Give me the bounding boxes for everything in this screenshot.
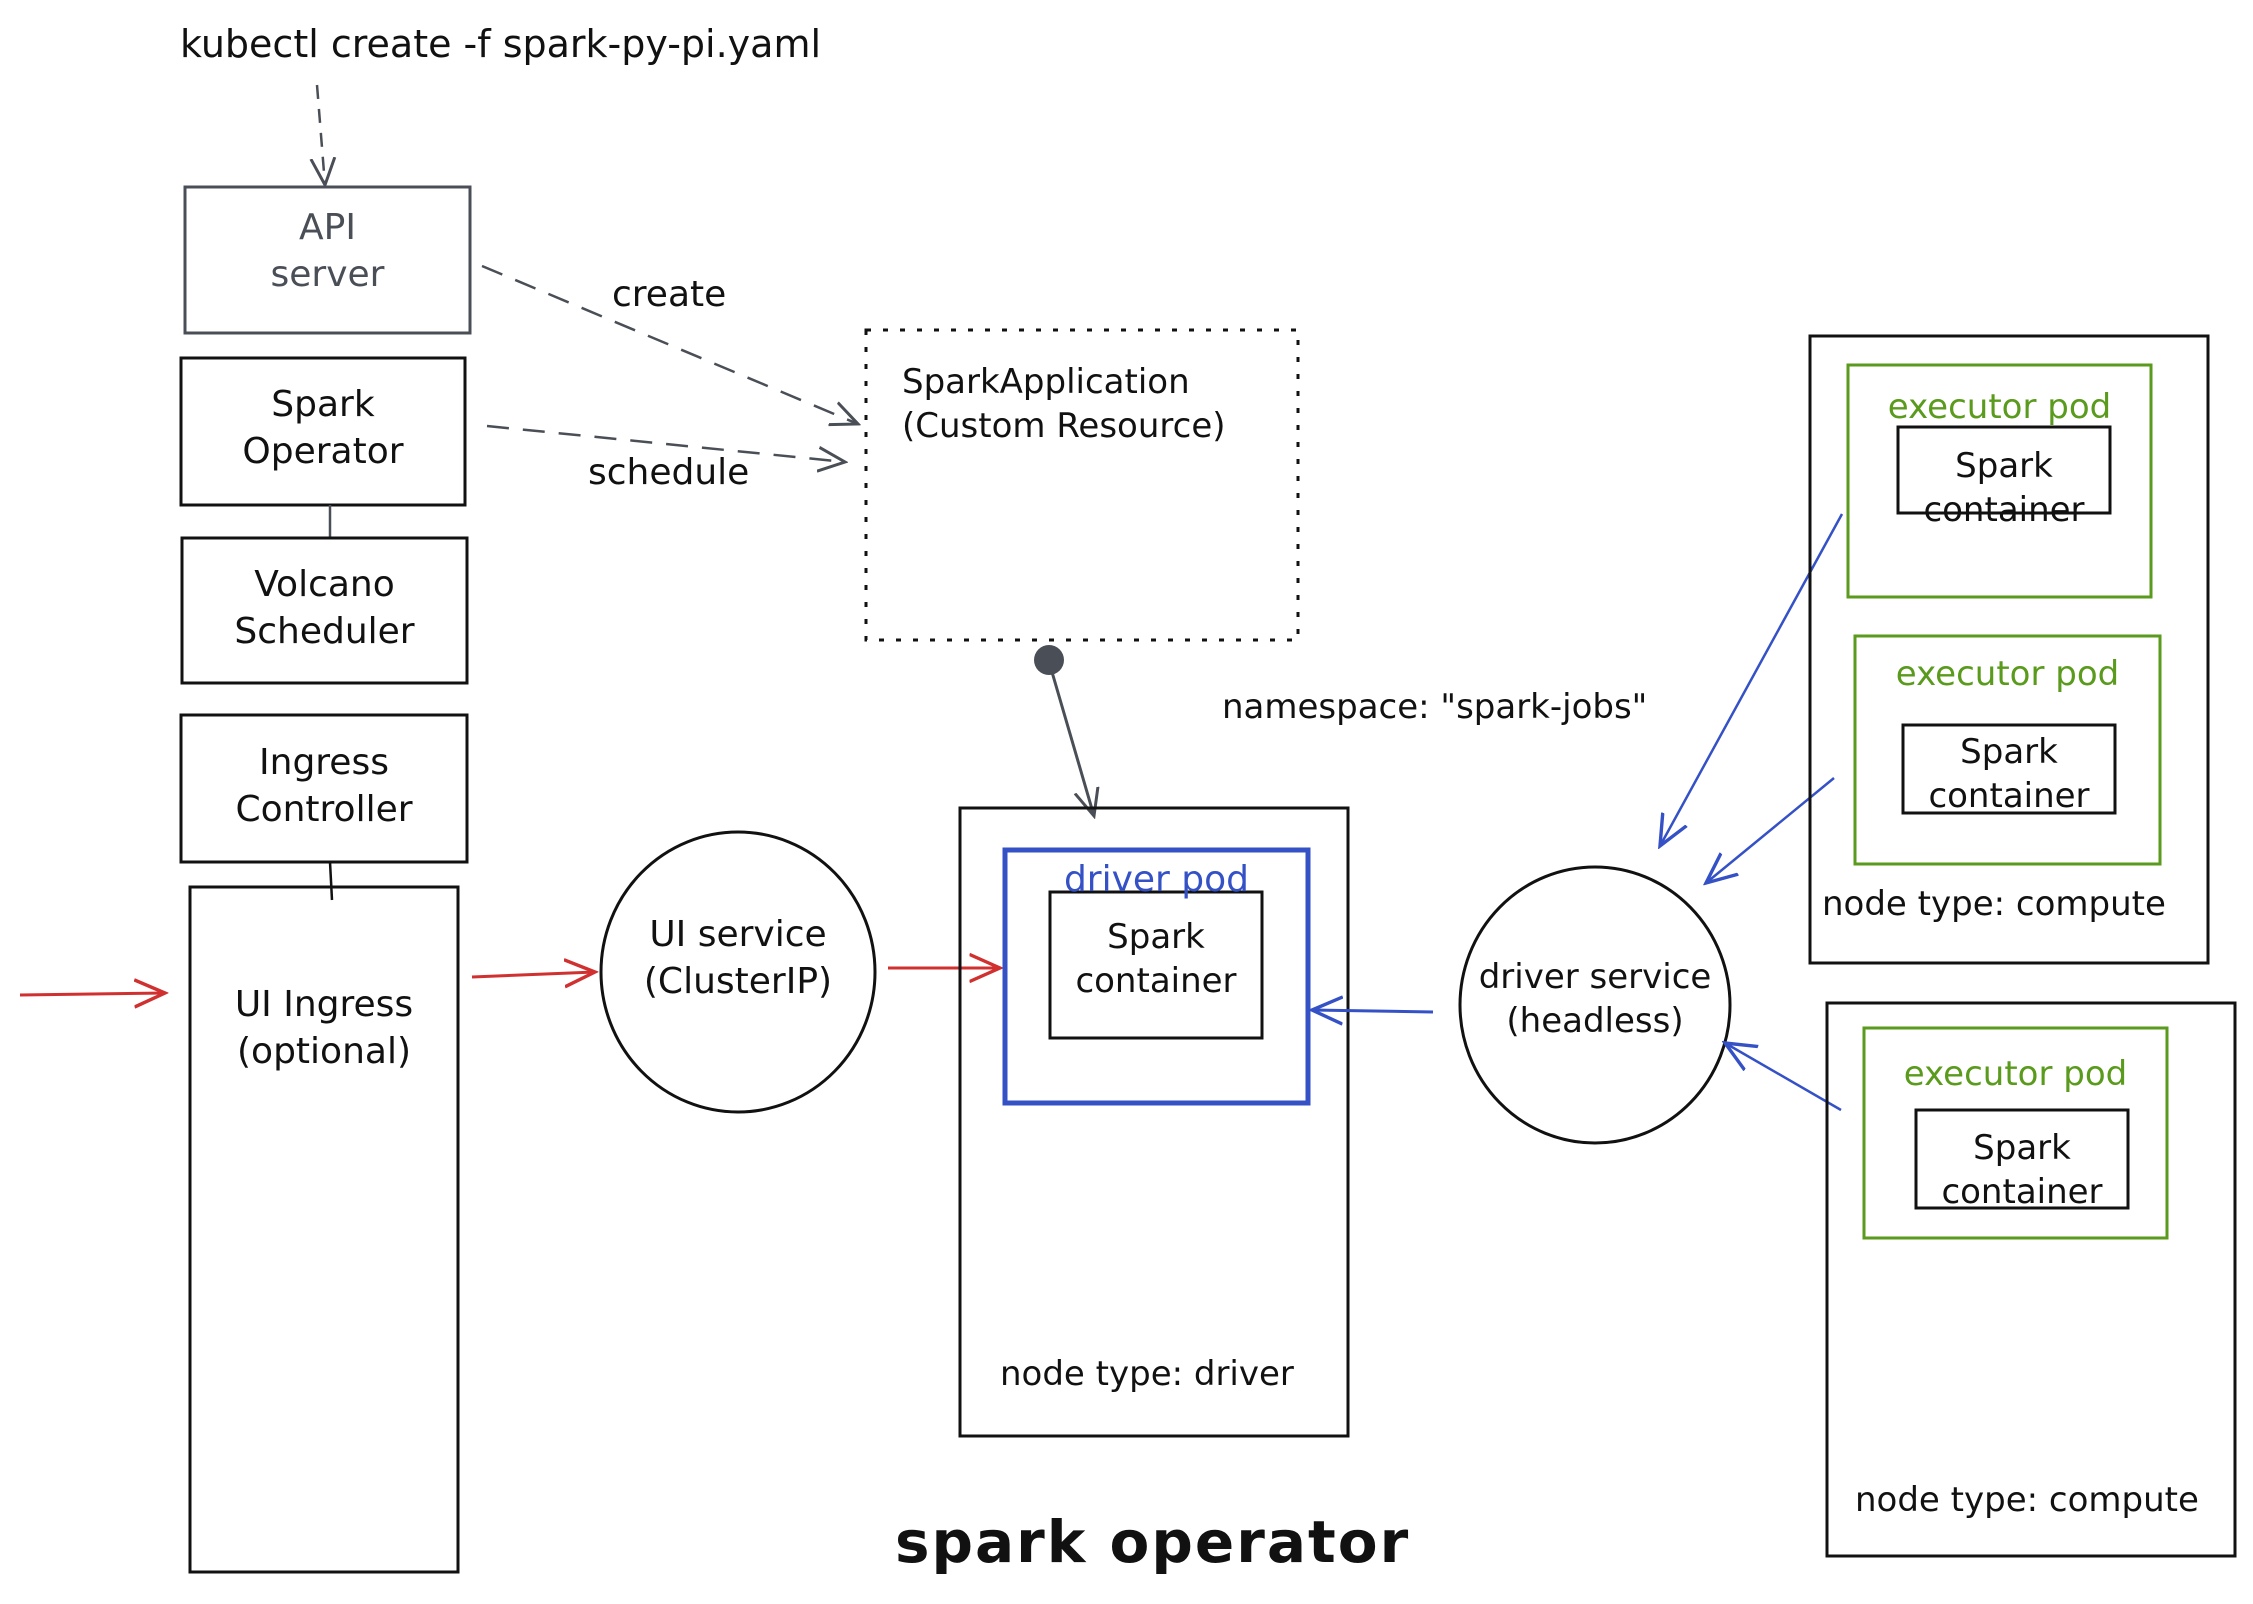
driver-pod-label: driver pod	[1063, 859, 1250, 900]
driver-service-label: driver service (headless)	[1460, 955, 1730, 1043]
kubectl-arrow	[317, 84, 325, 185]
executor-1-container-label: Spark container	[1898, 444, 2110, 532]
namespace-label: namespace: "spark-jobs"	[1222, 687, 1648, 727]
schedule-arrow	[486, 424, 845, 462]
volcano-line-2: Scheduler	[234, 610, 415, 652]
volcano-scheduler-label: Volcano Scheduler	[182, 562, 467, 656]
compute-node-2-box[interactable]	[1825, 1001, 2237, 1558]
ingress-to-service-arrow	[471, 972, 595, 977]
spark-application-box[interactable]	[864, 328, 1300, 642]
kubectl-command: kubectl create -f spark-py-pi.yaml	[180, 22, 822, 66]
api-server-line-1: API	[299, 207, 356, 248]
driver-service-line-2: (headless)	[1506, 1001, 1684, 1042]
executor-2-container-line-1: Spark	[1960, 732, 2058, 772]
spark-application-line-2: (Custom Resource)	[902, 406, 1226, 447]
ingress-controller-line-1: Ingress	[259, 742, 389, 783]
diagram-title: spark operator	[895, 1508, 1411, 1576]
driver-node-box[interactable]	[958, 806, 1350, 1438]
executor-3-spark-container-box[interactable]	[1914, 1108, 2130, 1210]
executor-1-spark-container-box[interactable]	[1896, 425, 2112, 515]
executor-1-container-line-1: Spark	[1955, 446, 2053, 486]
schedule-edge-label: schedule	[588, 452, 750, 493]
ui-service-label: UI service (ClusterIP)	[601, 912, 875, 1006]
compute-node-2-type-label: node type: compute	[1855, 1480, 2199, 1520]
create-edge-label: create	[612, 274, 727, 315]
driver-service-circle[interactable]	[1458, 865, 1732, 1145]
driver-pod-box[interactable]	[1002, 847, 1311, 1106]
executor-pod-3-box[interactable]	[1862, 1026, 2169, 1240]
executor3-to-service-arrow	[1725, 1043, 1842, 1112]
executor-1-container-line-2: container	[1923, 490, 2085, 531]
executor-2-container-line-2: container	[1928, 776, 2090, 817]
ui-ingress-box[interactable]	[188, 885, 460, 1574]
driver-container-label: Spark container	[1050, 915, 1262, 1003]
ui-service-circle[interactable]	[599, 830, 877, 1114]
ingress-controller-box[interactable]	[179, 713, 469, 864]
driver-container-line-2: container	[1075, 961, 1237, 1002]
ui-ingress-line-1: UI Ingress	[234, 984, 414, 1025]
spark-operator-line-2: Operator	[242, 430, 404, 472]
executor-3-container-line-2: container	[1941, 1172, 2103, 1213]
executor-3-container-label: Spark container	[1916, 1126, 2128, 1214]
driver-service-line-1: driver service	[1478, 957, 1712, 997]
driver-container-line-1: Spark	[1107, 917, 1205, 957]
executor1-to-service-arrow	[1660, 513, 1844, 846]
ingress-connector	[328, 861, 334, 901]
owner-arrow	[1050, 671, 1094, 816]
ingress-controller-label: Ingress Controller	[181, 740, 467, 834]
api-server-box[interactable]	[183, 185, 472, 335]
driver-spark-container-box[interactable]	[1048, 890, 1264, 1040]
api-server-label: API server	[185, 205, 470, 299]
executor-pod-1-box[interactable]	[1846, 363, 2153, 599]
executor-2-container-label: Spark container	[1903, 730, 2115, 818]
create-arrow	[481, 264, 858, 424]
ui-service-line-2: (ClusterIP)	[643, 960, 833, 1002]
spark-application-label: SparkApplication (Custom Resource)	[902, 360, 1226, 448]
spark-operator-label: Spark Operator	[181, 382, 465, 476]
executor-pod-2-box[interactable]	[1853, 634, 2162, 866]
ingress-controller-line-2: Controller	[235, 788, 413, 830]
executor-pod-1-label: executor pod	[1887, 387, 2112, 427]
driver-node-type-label: node type: driver	[1000, 1354, 1294, 1394]
volcano-scheduler-box[interactable]	[180, 536, 469, 685]
ui-service-line-1: UI service	[649, 914, 827, 955]
spark-application-line-1: SparkApplication	[902, 362, 1190, 402]
executor2-to-service-arrow	[1706, 777, 1835, 883]
external-ui-arrow	[19, 993, 165, 995]
driver-service-to-driver-arrow	[1312, 1010, 1434, 1012]
executor-pod-3-label: executor pod	[1903, 1054, 2128, 1094]
executor-2-spark-container-box[interactable]	[1901, 723, 2117, 815]
compute-node-1-type-label: node type: compute	[1822, 884, 2166, 924]
spark-operator-line-1: Spark	[271, 384, 375, 425]
executor-pod-2-label: executor pod	[1895, 654, 2120, 694]
ui-ingress-label: UI Ingress (optional)	[190, 982, 458, 1076]
executor-3-container-line-1: Spark	[1973, 1128, 2071, 1168]
volcano-line-1: Volcano	[254, 564, 395, 605]
spark-operator-box[interactable]	[179, 356, 467, 507]
api-server-line-2: server	[270, 253, 385, 295]
ui-ingress-line-2: (optional)	[237, 1030, 411, 1072]
owner-dot	[1034, 645, 1064, 675]
compute-node-1-box[interactable]	[1808, 334, 2210, 965]
